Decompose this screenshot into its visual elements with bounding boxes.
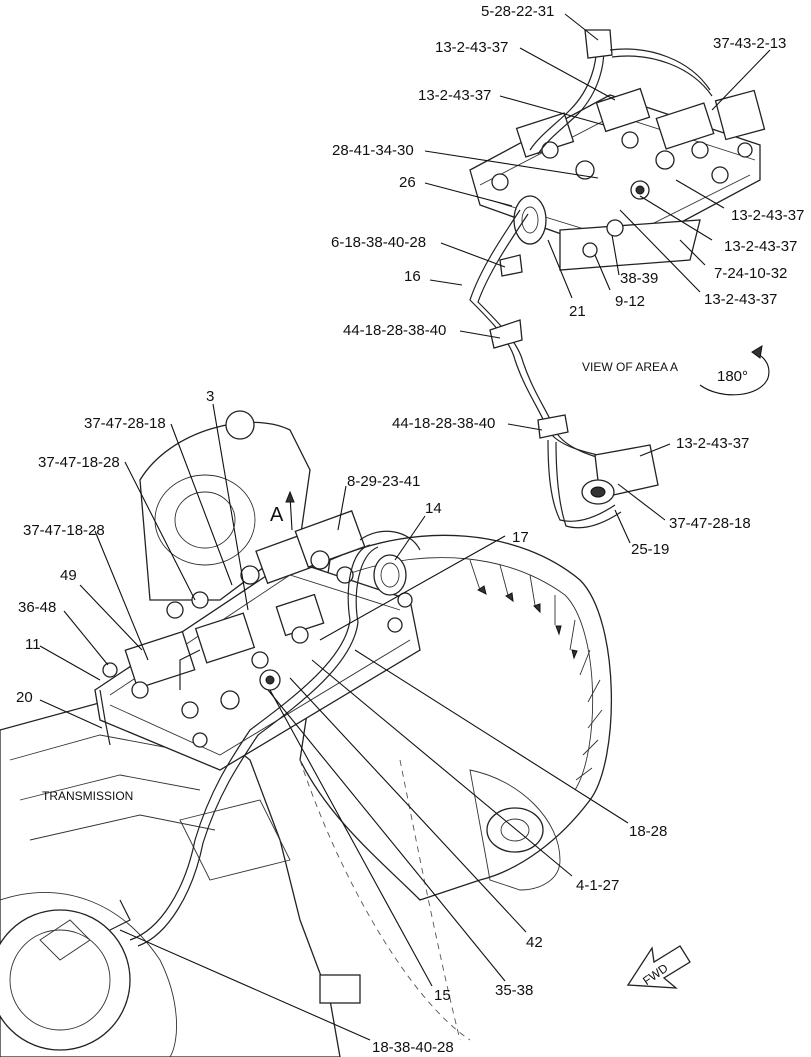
rotation-label: 180° xyxy=(717,368,748,385)
callout-6-18-38-40-28: 6-18-38-40-28 xyxy=(331,234,426,251)
callout-37-47-18-28-a: 37-47-18-28 xyxy=(38,454,120,471)
callout-3: 3 xyxy=(206,388,214,405)
fwd-arrow-icon xyxy=(626,945,691,989)
valve-body-main xyxy=(94,510,421,771)
housing-fins xyxy=(469,559,603,781)
detail-view-area-a xyxy=(469,29,766,271)
detail-hose xyxy=(469,209,659,529)
callout-17: 17 xyxy=(512,529,529,546)
callout-42: 42 xyxy=(526,934,543,951)
callout-36-48: 36-48 xyxy=(18,599,56,616)
callout-16: 16 xyxy=(404,268,421,285)
callout-44-18-28-38-40-b: 44-18-28-38-40 xyxy=(392,415,495,432)
callout-13-2-43-37-b: 13-2-43-37 xyxy=(418,87,491,104)
area-a-pointer xyxy=(285,490,295,531)
callout-25-19: 25-19 xyxy=(631,541,669,558)
callout-15: 15 xyxy=(434,987,451,1004)
callout-13-2-43-37-f: 13-2-43-37 xyxy=(676,435,749,452)
transmission-label: TRANSMISSION xyxy=(42,789,133,803)
area-marker-label: A xyxy=(270,504,284,526)
callout-20: 20 xyxy=(16,689,33,706)
callout-13-2-43-37-c: 13-2-43-37 xyxy=(731,207,804,224)
callout-11: 11 xyxy=(25,636,41,653)
callout-49: 49 xyxy=(60,567,77,584)
callout-7-24-10-32: 7-24-10-32 xyxy=(714,265,787,282)
callout-18-38-40-28: 18-38-40-28 xyxy=(372,1039,454,1056)
callout-labels: 5-28-22-31 13-2-43-37 37-43-2-13 13-2-43… xyxy=(16,3,804,1056)
callout-14: 14 xyxy=(425,500,442,517)
callout-13-2-43-37-d: 13-2-43-37 xyxy=(724,238,797,255)
callout-13-2-43-37-e: 13-2-43-37 xyxy=(704,291,777,308)
callout-8-29-23-41: 8-29-23-41 xyxy=(347,473,420,490)
callout-28-41-34-30: 28-41-34-30 xyxy=(332,142,414,159)
rotate-arrow-icon xyxy=(699,345,770,396)
callout-44-18-28-38-40-a: 44-18-28-38-40 xyxy=(343,322,446,339)
callout-26: 26 xyxy=(399,174,416,191)
callout-37-47-28-18-b: 37-47-28-18 xyxy=(669,515,751,532)
callout-4-1-27: 4-1-27 xyxy=(576,877,619,894)
callout-21: 21 xyxy=(569,303,586,320)
view-title: VIEW OF AREA A xyxy=(582,360,678,374)
callout-5-28-22-31: 5-28-22-31 xyxy=(481,3,554,20)
callout-18-28: 18-28 xyxy=(629,823,667,840)
callout-38-39: 38-39 xyxy=(620,270,658,287)
transmission-housing xyxy=(0,699,361,1057)
callout-37-47-18-28-b: 37-47-18-28 xyxy=(23,522,105,539)
callout-37-43-2-13: 37-43-2-13 xyxy=(713,35,786,52)
callout-13-2-43-37-a: 13-2-43-37 xyxy=(435,39,508,56)
callout-9-12: 9-12 xyxy=(615,293,645,310)
main-hoses xyxy=(99,530,421,947)
callout-37-47-28-18-a: 37-47-28-18 xyxy=(84,415,166,432)
callout-35-38: 35-38 xyxy=(495,982,533,999)
leader-lines xyxy=(39,13,771,1041)
